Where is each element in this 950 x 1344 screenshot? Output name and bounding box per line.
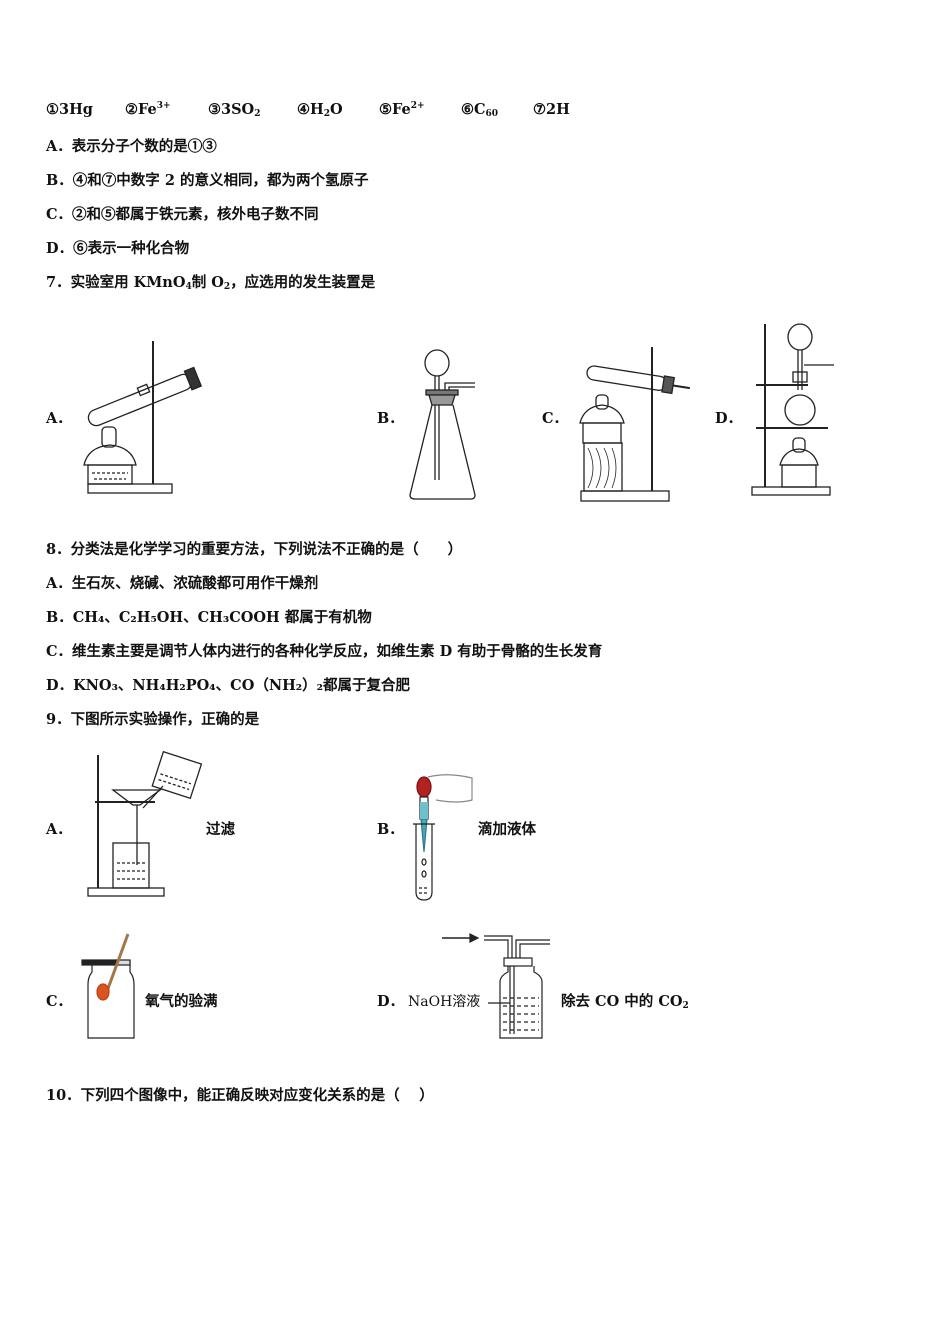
apparatus-a-figure [83, 341, 203, 494]
q9-caption-c: 氧气的验满 [145, 993, 218, 1010]
q8-option-b: B．CH₄、C₂H₅OH、CH₃COOH 都属于有机物 [46, 609, 372, 626]
q7-label-d: D． [715, 410, 743, 427]
symbol-2: ②Fe3+ [125, 101, 171, 118]
q7-label-b: B． [377, 410, 404, 427]
q9-label-a: A． [46, 821, 72, 838]
naoh-solution-label: NaOH溶液 [408, 994, 481, 1010]
q9-stem: 9．下图所示实验操作，正确的是 [46, 711, 260, 728]
q6-option-a: A．表示分子个数的是①③ [46, 138, 217, 155]
apparatus-d-figure [751, 323, 834, 496]
q7-label-a: A． [46, 410, 72, 427]
q10-stem: 10．下列四个图像中，能正确反映对应变化关系的是（ ） [46, 1087, 434, 1104]
q9-caption-d: 除去 CO 中的 CO2 [561, 993, 689, 1011]
symbol-1: ①3Hg [46, 101, 93, 118]
dropper-figure [413, 774, 473, 901]
symbol-3: ③3SO2 [208, 101, 261, 119]
q9-label-b: B． [377, 821, 404, 838]
apparatus-c-figure [579, 347, 690, 502]
q8-option-d: D．KNO₃、NH₄H₂PO₄、CO（NH₂）₂都属于复合肥 [46, 677, 410, 694]
q9-caption-b: 滴加液体 [478, 821, 536, 838]
symbol-5: ⑤Fe2+ [379, 101, 425, 118]
q7-label-c: C． [542, 410, 569, 427]
q6-option-b: B．④和⑦中数字 2 的意义相同，都为两个氢原子 [46, 172, 369, 189]
gas-washing-bottle-figure [442, 933, 550, 1039]
q6-option-c: C．②和⑤都属于铁元素，核外电子数不同 [46, 206, 319, 223]
q9-caption-a: 过滤 [206, 821, 235, 838]
q7-stem: 7．实验室用 KMnO4制 O2，应选用的发生装置是 [46, 274, 376, 292]
symbol-6: ⑥C60 [461, 101, 499, 119]
q9-label-c: C． [46, 993, 73, 1010]
filtration-figure [87, 750, 203, 897]
q6-option-d: D．⑥表示一种化合物 [46, 240, 190, 257]
q8-option-c: C．维生素主要是调节人体内进行的各种化学反应，如维生素 D 有助于骨骼的生长发育 [46, 643, 603, 660]
symbol-7: ⑦2H [533, 101, 570, 118]
q9-label-d: D． [377, 993, 405, 1010]
apparatus-b-figure [409, 349, 476, 500]
symbol-4: ④H2O [297, 101, 343, 119]
q8-option-a: A．生石灰、烧碱、浓硫酸都可用作干燥剂 [46, 575, 319, 592]
oxygen-test-figure [81, 933, 135, 1039]
q8-stem: 8．分类法是化学学习的重要方法，下列说法不正确的是（ ） [46, 541, 463, 558]
